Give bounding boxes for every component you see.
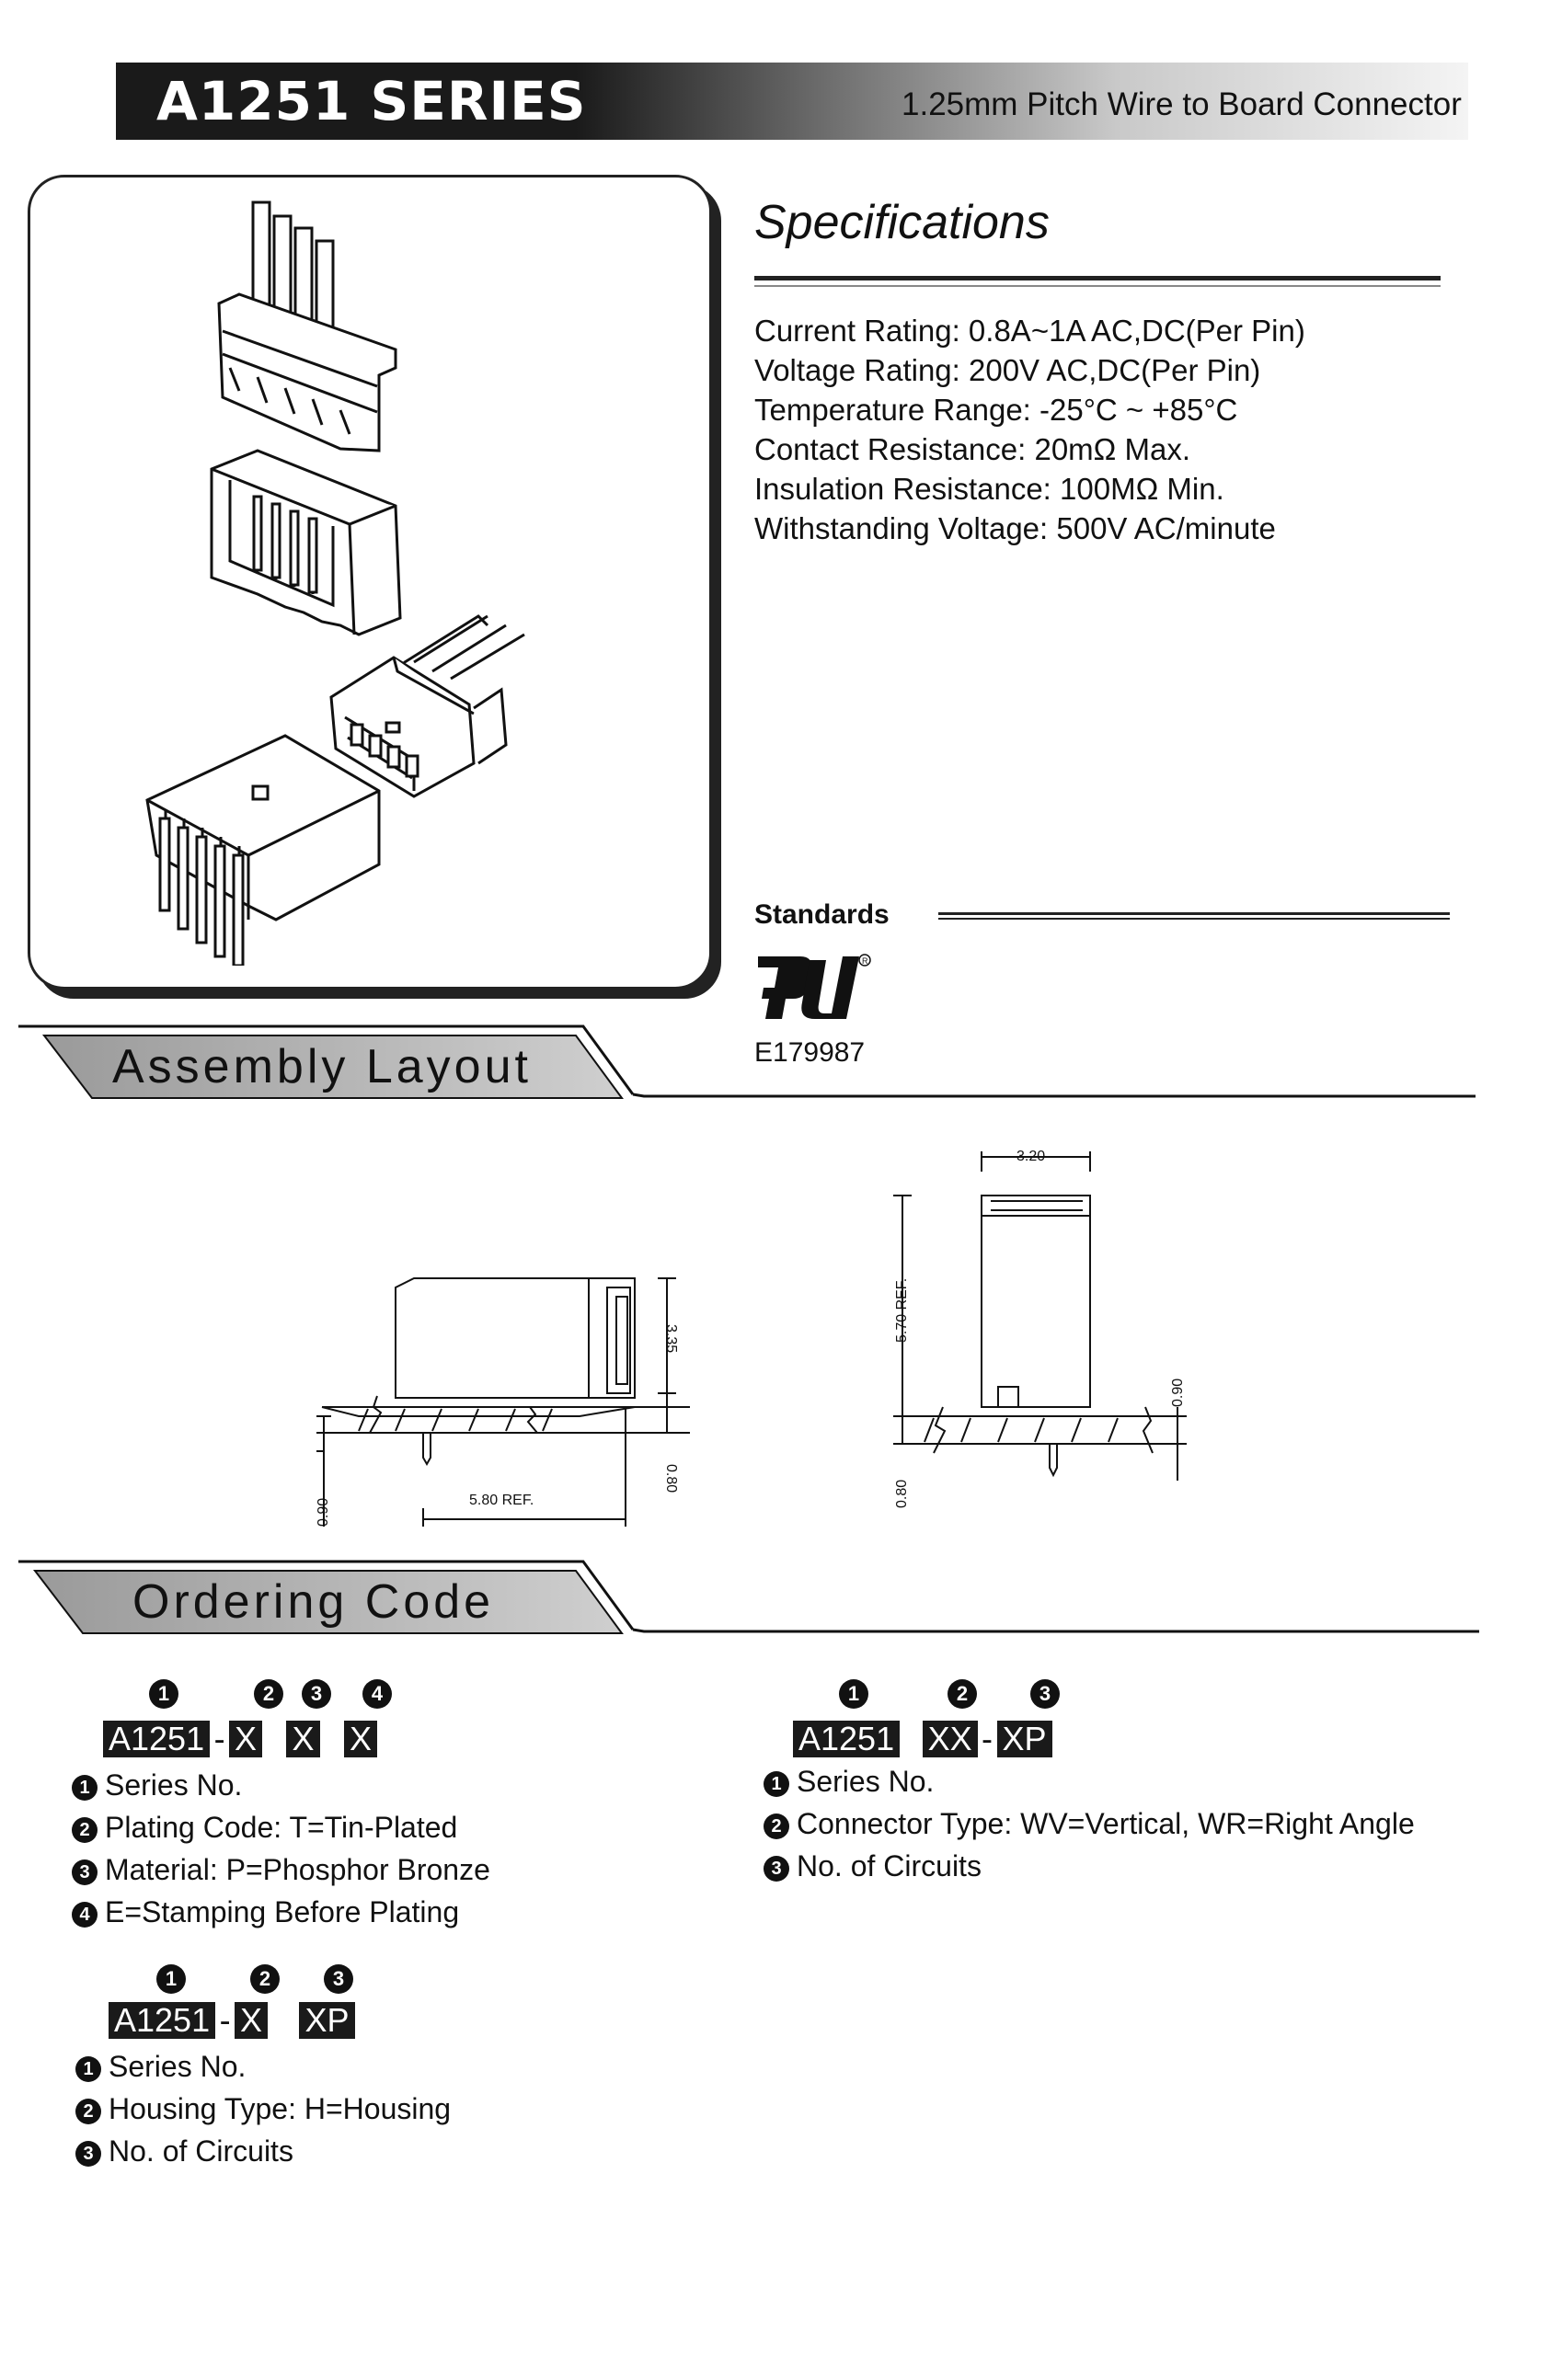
legend-line: 2 Housing Type: H=Housing: [75, 2088, 451, 2130]
legend-line: 3 No. of Circuits: [764, 1845, 1415, 1887]
ul-recognized-mark-icon: R: [758, 954, 871, 1019]
number-badge: 1: [149, 1679, 178, 1709]
dim-080-vertical: 0.80: [894, 1480, 910, 1508]
ul-file-number: E179987: [754, 1037, 866, 1068]
number-badge: 2: [948, 1679, 977, 1709]
legend-text: Connector Type: WV=Vertical, WR=Right An…: [797, 1807, 1415, 1840]
code-dash: -: [219, 2001, 231, 2039]
spec-item: Voltage Rating: 200V AC,DC(Per Pin): [754, 353, 1261, 387]
vertical-assembly-drawing: 3.20 5.70 REF. 0.80 0.90: [893, 1149, 1187, 1508]
right-housing-drawing: [329, 614, 525, 798]
series-title: A1251 SERIES: [156, 70, 587, 132]
dim-320: 3.20: [1016, 1149, 1045, 1164]
housing-part-code: A1251 - X XP: [109, 2001, 355, 2040]
code-box: X: [343, 1721, 377, 1757]
right-angle-header-drawing: [145, 734, 381, 966]
legend-badge: 3: [75, 2141, 101, 2167]
legend-badge: 1: [764, 1771, 789, 1797]
housing-with-wires-drawing: [217, 200, 397, 452]
specifications-rule-thin: [754, 285, 1441, 287]
legend-line: 2 Connector Type: WV=Vertical, WR=Right A…: [764, 1802, 1415, 1845]
legend-text: Plating Code: T=Tin-Plated: [105, 1811, 458, 1844]
number-badge: 1: [156, 1964, 186, 1994]
specifications-rule: [754, 276, 1441, 280]
legend-text: Series No.: [109, 2050, 247, 2083]
legend-badge: 2: [764, 1814, 789, 1839]
dim-080-right-angle: 0.80: [663, 1464, 679, 1493]
dim-570-ref: 5.70 REF.: [894, 1278, 910, 1343]
legend-text: E=Stamping Before Plating: [105, 1895, 460, 1928]
assembly-layout-tab: [18, 1024, 1476, 1099]
spec-item: Temperature Range: -25°C ~ +85°C: [754, 393, 1238, 427]
legend-line: 3 No. of Circuits: [75, 2130, 451, 2172]
wafer-part-code: A1251 XX - XP: [793, 1720, 1052, 1758]
number-badge: 2: [250, 1964, 280, 1994]
housing-code-legend: 1 Series No. 2 Housing Type: H=Housing 3 No…: [75, 2045, 451, 2172]
code-box: A1251: [103, 1721, 211, 1757]
legend-line: 3 Material: P=Phosphor Bronze: [72, 1848, 490, 1891]
standards-title: Standards: [754, 899, 890, 930]
legend-badge: 2: [72, 1817, 98, 1843]
number-badge: 3: [324, 1964, 353, 1994]
legend-text: Material: P=Phosphor Bronze: [105, 1853, 490, 1886]
number-badge: 1: [839, 1679, 868, 1709]
spec-item: Current Rating: 0.8A~1A AC,DC(Per Pin): [754, 314, 1305, 348]
dim-580-ref: 5.80 REF.: [469, 1493, 534, 1508]
series-subtitle: 1.25mm Pitch Wire to Board Connector: [902, 86, 1462, 122]
specifications-title: Specifications: [754, 196, 1050, 249]
legend-text: No. of Circuits: [109, 2134, 293, 2168]
legend-text: Series No.: [105, 1768, 243, 1802]
code-box: X: [229, 1721, 263, 1757]
legend-badge: 1: [75, 2056, 101, 2082]
dim-090-right-angle: 0.90: [316, 1498, 331, 1527]
legend-badge: 4: [72, 1902, 98, 1928]
vertical-header-drawing: [210, 449, 402, 636]
legend-line: 2 Plating Code: T=Tin-Plated: [72, 1806, 490, 1848]
code-box: XP: [299, 2002, 355, 2039]
dim-090-vertical: 0.90: [1170, 1379, 1186, 1407]
spec-item: Insulation Resistance: 100MΩ Min.: [754, 472, 1224, 506]
header-bar: [116, 63, 1468, 140]
code-box: A1251: [109, 2002, 216, 2039]
code-box: XP: [996, 1721, 1052, 1757]
code-dash: -: [213, 1720, 225, 1757]
dim-335: 3.35: [663, 1324, 679, 1353]
number-badge: 3: [1030, 1679, 1060, 1709]
right-angle-assembly-drawing: 5.80 REF. 3.35 0.80 0.90: [316, 1277, 690, 1527]
specifications-list: Current Rating: 0.8A~1A AC,DC(Per Pin) V…: [754, 311, 1305, 548]
code-box: A1251: [793, 1721, 901, 1757]
code-box: X: [235, 2002, 269, 2039]
assembly-layout-title: Assembly Layout: [112, 1040, 532, 1093]
legend-line: 1 Series No.: [72, 1764, 490, 1806]
ordering-code-tab: [18, 1560, 1479, 1634]
ordering-code-title: Ordering Code: [132, 1575, 495, 1629]
legend-badge: 3: [764, 1856, 789, 1882]
code-dash: -: [982, 1720, 993, 1757]
legend-line: 1 Series No.: [764, 1760, 1415, 1802]
spec-item: Contact Resistance: 20mΩ Max.: [754, 432, 1191, 466]
number-badge: 2: [254, 1679, 283, 1709]
legend-badge: 3: [72, 1859, 98, 1885]
standards-rule: [938, 912, 1450, 915]
standards-rule-lower: [938, 918, 1450, 920]
wafer-code-legend: 1 Series No. 2 Connector Type: WV=Vertical…: [764, 1760, 1415, 1887]
svg-text:R: R: [862, 956, 868, 966]
legend-line: 4 E=Stamping Before Plating: [72, 1891, 490, 1933]
terminal-part-code: A1251 - X X X: [103, 1720, 377, 1758]
spec-item: Withstanding Voltage: 500V AC/minute: [754, 511, 1276, 545]
number-badge: 3: [302, 1679, 331, 1709]
code-box: X: [286, 1721, 320, 1757]
legend-text: Housing Type: H=Housing: [109, 2092, 452, 2125]
legend-badge: 2: [75, 2099, 101, 2124]
legend-line: 1 Series No.: [75, 2045, 451, 2088]
number-badge: 4: [362, 1679, 392, 1709]
legend-badge: 1: [72, 1775, 98, 1801]
connector-product-illustration: [145, 200, 525, 966]
legend-text: No. of Circuits: [797, 1849, 982, 1882]
code-box: XX: [922, 1721, 978, 1757]
legend-text: Series No.: [797, 1765, 935, 1798]
